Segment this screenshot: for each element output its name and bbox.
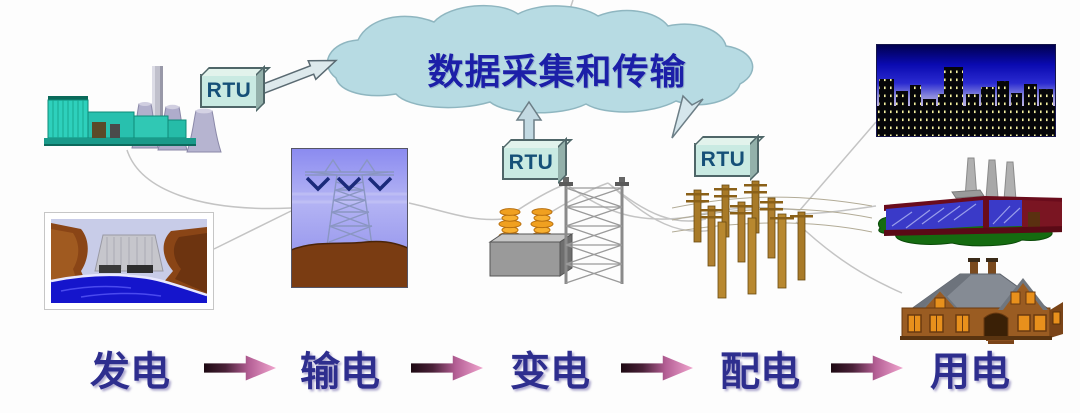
stage-label-transmission: 输电	[300, 350, 380, 394]
distribution-poles-icon	[672, 180, 872, 299]
rtu-box-plant: RTU	[200, 74, 258, 108]
rtu-box-distribution: RTU	[694, 143, 752, 177]
insulator-stacks	[498, 208, 554, 241]
lattice-gantry-icon	[559, 177, 629, 284]
insulator-v-strings	[305, 176, 393, 192]
hydroelectric-dam-frame	[44, 212, 214, 310]
connector-lines	[126, 0, 903, 294]
cloud-shape	[326, 4, 754, 114]
stage-label-consumption: 用电	[930, 350, 1010, 394]
city-skyline-icon	[876, 44, 1056, 137]
buildings	[876, 67, 1056, 137]
factory-icon	[878, 157, 1062, 247]
arrow-plant-to-cloud-icon	[257, 59, 338, 96]
poles	[686, 180, 813, 299]
rtu-box-substation: RTU	[502, 146, 560, 180]
house-icon	[900, 258, 1063, 344]
data-flow-arrows	[257, 59, 704, 144]
stage-label-generation: 发电	[90, 350, 170, 394]
transmission-tower-icon	[291, 148, 408, 288]
thermal-power-plant-icon	[44, 66, 222, 153]
house-windows	[907, 314, 1047, 333]
cloud-title: 数据采集和传输	[427, 51, 687, 92]
hydroelectric-dam-icon	[51, 219, 207, 303]
arrow-cloud-to-rtu-icon	[671, 94, 704, 139]
stage-label-distribution: 配电	[720, 350, 800, 394]
stage-label-transformation: 变电	[510, 350, 590, 394]
